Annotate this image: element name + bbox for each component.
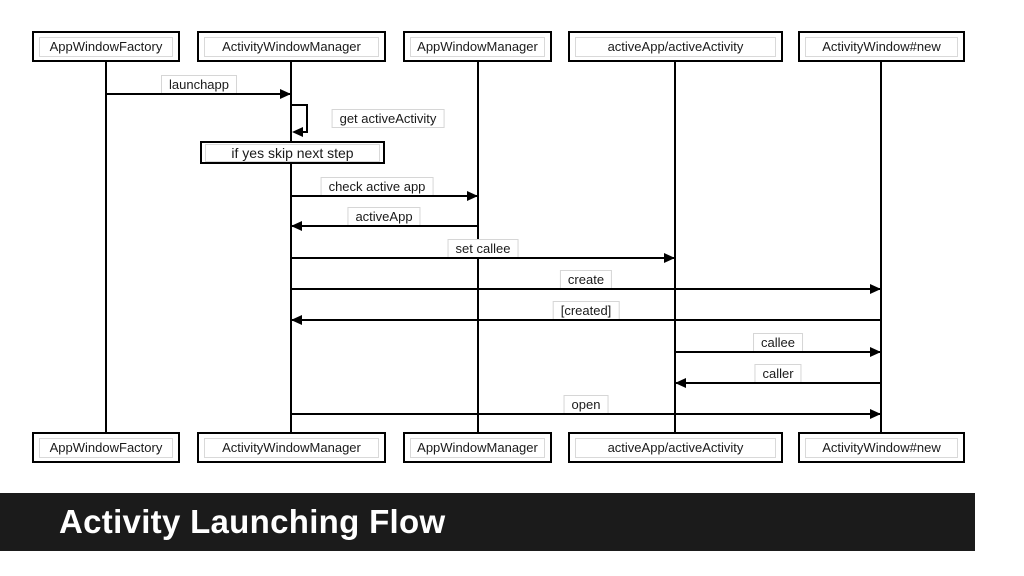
lifeline-active-app-active-activity xyxy=(674,61,676,433)
message-label: callee xyxy=(753,333,803,352)
actor-label: ActivityWindow#new xyxy=(805,36,958,57)
arrowhead-left-icon xyxy=(291,221,302,231)
message-label: create xyxy=(559,270,613,289)
arrow-line xyxy=(106,93,291,95)
message-label: check active app xyxy=(320,177,434,196)
arrow-line xyxy=(291,225,478,227)
message-label: [created] xyxy=(552,301,620,320)
arrow-line xyxy=(291,319,881,321)
arrow-line xyxy=(291,288,881,290)
arrowhead-right-icon xyxy=(870,347,881,357)
arrowhead-right-icon xyxy=(870,284,881,294)
actor-label: ActivityWindowManager xyxy=(204,36,379,57)
arrowhead-right-icon xyxy=(870,409,881,419)
self-loop-bottom xyxy=(300,131,308,133)
self-loop-side xyxy=(306,104,308,133)
actor-label: activeApp/activeActivity xyxy=(575,437,776,458)
actor-top-activity-window-new: ActivityWindow#new xyxy=(798,31,965,62)
actor-label: AppWindowFactory xyxy=(39,36,173,57)
actor-label: activeApp/activeActivity xyxy=(575,36,776,57)
actor-label: AppWindowFactory xyxy=(39,437,173,458)
actor-label: ActivityWindow#new xyxy=(805,437,958,458)
message-label: get activeActivity xyxy=(331,109,445,128)
arrow-line xyxy=(291,257,675,259)
arrow-line xyxy=(291,413,881,415)
arrow-line xyxy=(675,351,881,353)
slide-title-bar: Activity Launching Flow xyxy=(0,493,975,551)
slide-title: Activity Launching Flow xyxy=(59,503,446,540)
actor-top-activity-window-manager: ActivityWindowManager xyxy=(197,31,386,62)
actor-bottom-active-app-active-activity: activeApp/activeActivity xyxy=(568,432,783,463)
actor-top-app-window-factory: AppWindowFactory xyxy=(32,31,180,62)
arrow-line xyxy=(675,382,881,384)
actor-bottom-activity-window-manager: ActivityWindowManager xyxy=(197,432,386,463)
note-box: if yes skip next step xyxy=(200,141,385,164)
actor-bottom-activity-window-new: ActivityWindow#new xyxy=(798,432,965,463)
lifeline-activity-window-manager xyxy=(290,61,292,433)
message-label: launchapp xyxy=(161,75,237,94)
actor-label: AppWindowManager xyxy=(410,437,545,458)
actor-label: AppWindowManager xyxy=(410,36,545,57)
arrowhead-right-icon xyxy=(280,89,291,99)
arrowhead-left-icon xyxy=(291,315,302,325)
actor-bottom-app-window-manager: AppWindowManager xyxy=(403,432,552,463)
arrowhead-right-icon xyxy=(664,253,675,263)
message-label: set callee xyxy=(447,239,519,258)
actor-bottom-app-window-factory: AppWindowFactory xyxy=(32,432,180,463)
message-label: caller xyxy=(754,364,802,383)
arrowhead-left-icon xyxy=(675,378,686,388)
message-label: open xyxy=(563,395,609,414)
arrowhead-left-icon xyxy=(292,127,303,137)
lifeline-app-window-factory xyxy=(105,61,107,433)
arrowhead-right-icon xyxy=(467,191,478,201)
actor-top-active-app-active-activity: activeApp/activeActivity xyxy=(568,31,783,62)
message-label: activeApp xyxy=(347,207,421,226)
note-label: if yes skip next step xyxy=(205,143,380,162)
actor-label: ActivityWindowManager xyxy=(204,437,379,458)
self-loop-top xyxy=(291,104,308,106)
lifeline-activity-window-new xyxy=(880,61,882,433)
actor-top-app-window-manager: AppWindowManager xyxy=(403,31,552,62)
arrow-line xyxy=(291,195,478,197)
